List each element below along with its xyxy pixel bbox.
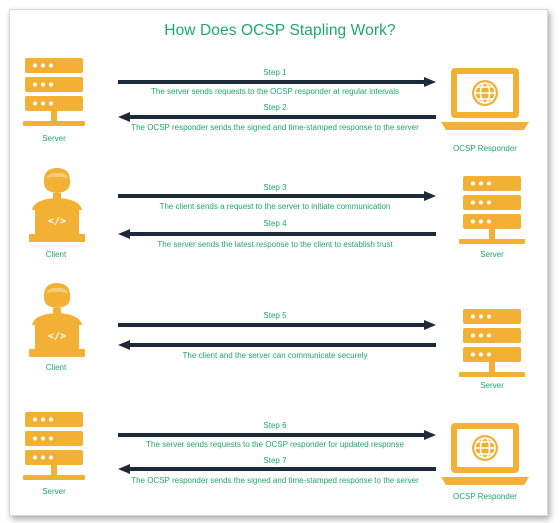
actor-label: Server xyxy=(480,381,504,390)
step-title: Step 7 xyxy=(263,456,287,465)
step-text: The OCSP responder sends the signed and … xyxy=(131,476,419,485)
step-text: The OCSP responder sends the signed and … xyxy=(131,123,419,132)
step-title: Step 6 xyxy=(263,421,287,430)
step-title: Step 1 xyxy=(263,68,287,77)
svg-text:</>: </> xyxy=(48,216,66,227)
step-title: Step 3 xyxy=(263,183,287,192)
actor-label: OCSP Responder xyxy=(453,492,517,501)
svg-text:</>: </> xyxy=(48,331,66,342)
arrow-right xyxy=(118,191,436,201)
server-icon xyxy=(23,412,85,484)
laptop-globe-icon xyxy=(441,68,529,132)
step-text: The server sends requests to the OCSP re… xyxy=(146,440,404,449)
actor-label: Server xyxy=(42,134,66,143)
step-title: Step 4 xyxy=(263,219,287,228)
page-title: How Does OCSP Stapling Work? xyxy=(164,22,396,39)
step-text: The client and the server can communicat… xyxy=(182,351,368,360)
actor-label: Client xyxy=(45,363,67,372)
arrow-left xyxy=(118,340,436,350)
actor-label: Client xyxy=(45,250,67,259)
person-laptop-icon: </> xyxy=(29,168,85,244)
arrow-right xyxy=(118,430,436,440)
laptop-globe-icon xyxy=(441,423,529,487)
actor-label: Server xyxy=(480,250,504,259)
arrow-left xyxy=(118,112,436,122)
actor-label: OCSP Responder xyxy=(453,144,517,153)
server-icon xyxy=(459,309,525,381)
step-text: The server sends requests to the OCSP re… xyxy=(151,87,399,96)
step-text: The server sends the latest response to … xyxy=(157,240,393,249)
step-text: The client sends a request to the server… xyxy=(159,202,391,211)
server-icon xyxy=(459,176,525,248)
arrow-right xyxy=(118,77,436,87)
arrow-right xyxy=(118,320,436,330)
arrow-left xyxy=(118,229,436,239)
arrow-left xyxy=(118,464,436,474)
step-title: Step 2 xyxy=(263,103,287,112)
step-title: Step 5 xyxy=(263,311,287,320)
server-icon xyxy=(23,58,85,130)
actor-label: Server xyxy=(42,487,66,496)
person-laptop-icon: </> xyxy=(29,283,85,359)
